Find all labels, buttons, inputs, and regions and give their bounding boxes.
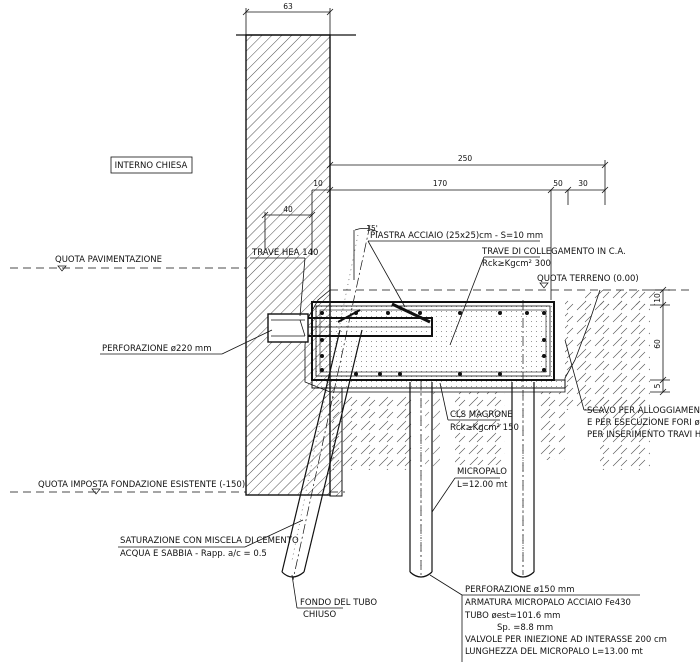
dim-30: 30 xyxy=(578,179,588,188)
dim-h5: 5 xyxy=(653,383,662,388)
dim-angle: 15' xyxy=(366,224,378,233)
right-vertical-dimensions: 10 60 5 xyxy=(650,286,670,396)
lean-concrete-label: CLS MAGRONE xyxy=(450,410,513,420)
foundation-level-label: QUOTA IMPOSTA FONDAZIONE ESISTENTE (-150… xyxy=(38,480,245,490)
top-dimensions: 250 10 170 50 30 40 xyxy=(261,154,609,300)
hea-steel-beam xyxy=(267,313,433,343)
spec-reinforcement: ARMATURA MICROPALO ACCIAIO Fe430 xyxy=(465,598,631,608)
spec-perforation: PERFORAZIONE ø150 mm xyxy=(465,585,575,595)
saturation-label-1: SATURAZIONE CON MISCELA DI CEMENTO xyxy=(120,536,299,546)
floor-level-line: QUOTA PAVIMENTAZIONE xyxy=(10,255,246,272)
wall-width-dimension: 63 xyxy=(242,2,334,35)
floor-level-label: QUOTA PAVIMENTAZIONE xyxy=(55,255,162,265)
saturation-label-2: ACQUA E SABBIA - Rapp. a/c = 0.5 xyxy=(120,549,267,559)
spec-tube: TUBO øest=101.6 mm xyxy=(464,611,560,621)
excavation-label-3: PER INSERIMENTO TRAVI HEA 140 xyxy=(587,430,700,440)
dim-h60: 60 xyxy=(653,339,662,349)
excavation-label-1: SCAVO PER ALLOGGIAMENTO TRAVE xyxy=(587,406,700,416)
soil-hatching xyxy=(332,290,655,470)
tube-bottom-label-2: CHIUSO xyxy=(303,610,336,620)
lean-concrete-rck-label: Rck≥Kgcm² 150 xyxy=(450,423,519,433)
inclined-micropile xyxy=(281,224,371,581)
spec-length: LUNGHEZZA DEL MICROPALO L=13.00 mt xyxy=(465,647,644,657)
ground-level-line: QUOTA TERRENO (0.00) xyxy=(330,274,690,291)
steel-plate xyxy=(337,302,431,324)
spec-thickness: Sp. =8.8 mm xyxy=(497,623,553,633)
dim-10: 10 xyxy=(313,179,323,188)
tie-beam-rck-label: Rck≥Kgcm² 300 xyxy=(482,259,551,269)
rebar-dots xyxy=(320,311,546,376)
tube-bottom-label-1: FONDO DEL TUBO xyxy=(300,598,377,608)
dim-h10: 10 xyxy=(653,293,662,303)
ground-level-label: QUOTA TERRENO (0.00) xyxy=(537,274,639,284)
micropile-label: MICROPALO xyxy=(457,467,507,477)
beam-hea-label: TRAVE HEA 140 xyxy=(251,248,318,258)
steel-plate-label: PIASTRA ACCIAIO (25x25)cm - S=10 mm xyxy=(370,231,543,241)
interior-label: INTERNO CHIESA xyxy=(115,161,188,171)
vertical-micropile-1 xyxy=(409,380,433,578)
spec-valves: VALVOLE PER INIEZIONE AD INTERASSE 200 c… xyxy=(465,635,667,645)
leader-lines xyxy=(100,240,640,662)
annotation-labels: TRAVE HEA 140 PIASTRA ACCIAIO (25x25)cm … xyxy=(102,231,700,657)
dim-40: 40 xyxy=(283,205,293,214)
existing-wall xyxy=(236,34,356,497)
dim-250: 250 xyxy=(458,154,473,163)
perforation-label: PERFORAZIONE ø220 mm xyxy=(102,344,212,354)
interior-label-box: INTERNO CHIESA xyxy=(110,156,193,174)
micropile-length-label: L=12.00 mt xyxy=(457,480,508,490)
foundation-level-line: QUOTA IMPOSTA FONDAZIONE ESISTENTE (-150… xyxy=(10,480,345,495)
dim-170: 170 xyxy=(433,179,448,188)
excavation-label-2: E PER ESECUZIONE FORI ø220 xyxy=(587,418,700,428)
dim-wall-width: 63 xyxy=(283,2,293,11)
tie-beam-label: TRAVE DI COLLEGAMENTO IN C.A. xyxy=(481,247,626,257)
dim-50: 50 xyxy=(553,179,563,188)
vertical-micropile-2 xyxy=(511,300,535,578)
